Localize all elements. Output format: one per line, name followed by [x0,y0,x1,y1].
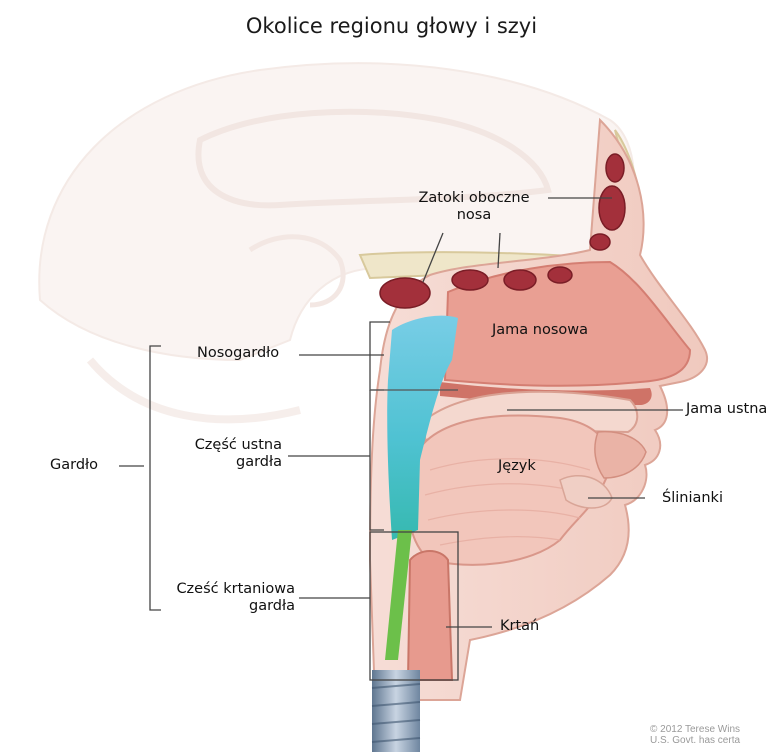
label-sinuses-line2: nosa [404,207,544,224]
label-oropharynx: Część ustna gardła [160,437,282,471]
page-title: Okolice regionu głowy i szyi [0,14,783,38]
label-sinuses: Zatoki oboczne nosa [404,190,544,224]
label-nasal-cavity: Jama nosowa [492,322,588,339]
credit-line1: © 2012 Terese Wins [650,724,740,735]
label-oropharynx-line1: Część ustna [160,437,282,454]
label-hypopharynx-line2: gardła [150,598,295,615]
copyright-credit: © 2012 Terese Wins U.S. Govt. has certa [650,724,740,746]
label-salivary-glands: Ślinianki [662,490,723,507]
larynx-shape [408,551,452,680]
label-hypopharynx-line1: Cześć krtaniowa [150,581,295,598]
label-sinuses-line1: Zatoki oboczne [404,190,544,207]
label-tongue: Język [498,458,536,475]
label-oropharynx-line2: gardła [160,454,282,471]
label-larynx: Krtań [500,618,539,635]
label-pharynx: Gardło [50,457,98,474]
label-hypopharynx: Cześć krtaniowa gardła [150,581,295,615]
label-oral-cavity: Jama ustna [686,401,767,418]
label-nasopharynx: Nosogardło [197,345,279,362]
credit-line2: U.S. Govt. has certa [650,735,740,746]
